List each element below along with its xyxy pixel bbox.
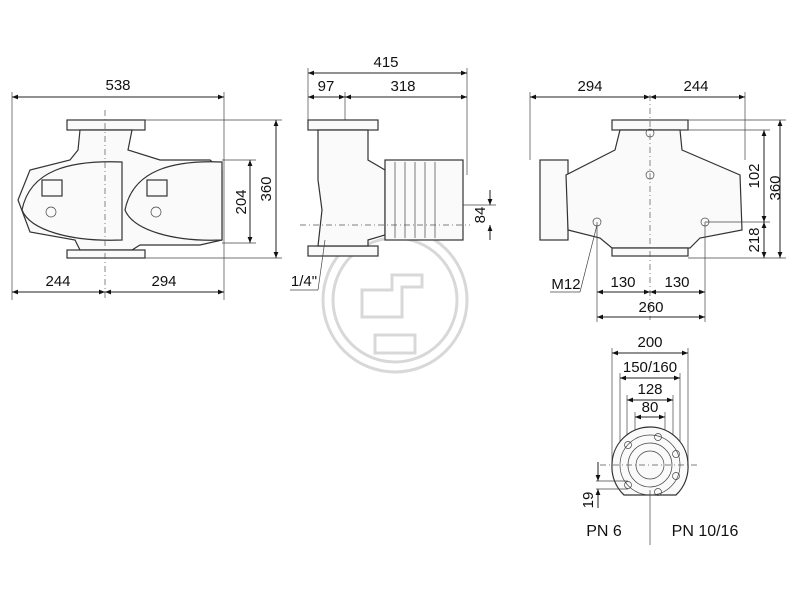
dim-19-label: 19 <box>580 492 597 509</box>
front-view: 538 204 360 244 294 <box>11 77 282 300</box>
side-view: 415 97 318 84 1/4" <box>290 54 496 291</box>
dim-200-label: 200 <box>637 334 662 351</box>
port-label: 1/4" <box>291 273 317 290</box>
dim-318-label: 318 <box>390 78 415 95</box>
pn-6-label: PN 6 <box>586 523 622 540</box>
dim-294-label: 294 <box>151 273 176 290</box>
display-right <box>146 179 168 197</box>
dim-204-label: 204 <box>233 189 250 214</box>
dim-130-left-label: 130 <box>610 274 635 291</box>
dim-128-label: 128 <box>637 381 662 398</box>
flange-view: 200 150/160 128 80 19 PN 6 PN 10/16 <box>580 334 738 545</box>
dim-538-label: 538 <box>105 77 130 94</box>
dim-80-label: 80 <box>642 399 659 416</box>
display-left <box>41 179 63 197</box>
rear-view: 294 244 102 218 360 M12 130 130 260 <box>529 78 786 322</box>
motor-housing <box>384 159 464 241</box>
dim-415-label: 415 <box>373 54 398 71</box>
dim-260-label: 260 <box>638 299 663 316</box>
dim-244-label: 244 <box>45 273 70 290</box>
dim-150-160-label: 150/160 <box>623 359 677 376</box>
dim-218-label: 218 <box>746 227 763 252</box>
dim-84-label: 84 <box>472 207 489 224</box>
dim-rear-360-label: 360 <box>767 175 784 200</box>
dim-rear-244-label: 244 <box>683 78 708 95</box>
dim-102-label: 102 <box>746 163 763 188</box>
dim-97-label: 97 <box>318 78 335 95</box>
dim-130-right-label: 130 <box>664 274 689 291</box>
bolt-label: M12 <box>551 276 580 293</box>
pn-10-16-label: PN 10/16 <box>672 523 739 540</box>
dim-rear-294-label: 294 <box>577 78 602 95</box>
dim-360-label: 360 <box>258 176 275 201</box>
